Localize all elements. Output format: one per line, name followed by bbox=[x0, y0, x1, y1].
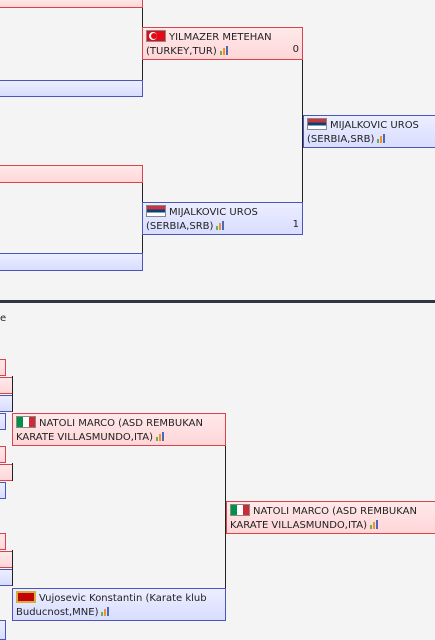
competitor-country: KARATE VILLASMUNDO,ITA) bbox=[16, 432, 153, 443]
section-label: e bbox=[0, 313, 7, 324]
slot-left-top-red[interactable] bbox=[0, 0, 143, 8]
stats-icon[interactable] bbox=[156, 432, 165, 441]
competitor-box-natoli[interactable]: NATOLI MARCO (ASD REMBUKAN KARATE VILLAS… bbox=[12, 413, 226, 446]
competitor-country: (TURKEY,TUR) bbox=[146, 46, 217, 57]
stats-icon[interactable] bbox=[101, 607, 110, 616]
slot-mini-11[interactable] bbox=[0, 620, 6, 640]
competitor-name: NATOLI MARCO (ASD REMBUKAN bbox=[253, 506, 417, 517]
slot-mini-7[interactable] bbox=[0, 482, 6, 499]
winner-box-natoli[interactable]: NATOLI MARCO (ASD REMBUKAN KARATE VILLAS… bbox=[226, 501, 435, 534]
slot-mini-4[interactable] bbox=[0, 413, 6, 430]
stats-icon[interactable] bbox=[370, 520, 379, 529]
slot-left-top-body bbox=[0, 8, 143, 80]
italy-flag-icon bbox=[230, 504, 250, 516]
competitor-name: MIJALKOVIC UROS bbox=[330, 120, 419, 131]
competitor-box-mijalkovic[interactable]: MIJALKOVIC UROS (SERBIA,SRB) 1 bbox=[142, 202, 303, 235]
bracket-connector bbox=[302, 60, 303, 202]
slot-left-mid-red[interactable] bbox=[0, 165, 143, 183]
stats-icon[interactable] bbox=[219, 46, 229, 55]
slot-mini-5[interactable] bbox=[0, 446, 6, 463]
bracket-connector bbox=[12, 550, 13, 586]
serbia-flag-icon bbox=[146, 205, 166, 217]
serbia-flag-icon bbox=[307, 118, 327, 130]
competitor-country: Buducnost,MNE) bbox=[16, 607, 99, 618]
competitor-name: MIJALKOVIC UROS bbox=[169, 207, 258, 218]
slot-mini-8[interactable] bbox=[0, 533, 6, 550]
competitor-name: NATOLI MARCO (ASD REMBUKAN bbox=[39, 418, 203, 429]
slot-mini-1[interactable] bbox=[0, 359, 6, 376]
score: 1 bbox=[292, 219, 299, 230]
winner-box-mijalkovic[interactable]: MIJALKOVIC UROS (SERBIA,SRB) bbox=[303, 115, 435, 148]
bracket-connector bbox=[225, 446, 226, 588]
montenegro-flag-icon bbox=[16, 591, 36, 603]
bracket-connector bbox=[12, 463, 13, 481]
competitor-country: KARATE VILLASMUNDO,ITA) bbox=[230, 520, 367, 531]
slot-left-mid-body bbox=[0, 183, 143, 253]
competitor-box-yilmazer[interactable]: YILMAZER METEHAN (TURKEY,TUR) 0 bbox=[142, 27, 303, 60]
score: 0 bbox=[292, 44, 299, 55]
bracket-connector bbox=[12, 376, 13, 412]
slot-left-top-blue[interactable] bbox=[0, 80, 143, 97]
turkey-flag-icon bbox=[146, 30, 166, 42]
section-separator bbox=[0, 300, 435, 303]
stats-icon[interactable] bbox=[377, 134, 386, 143]
competitor-box-vujosevic[interactable]: Vujosevic Konstantin (Karate klub Buducn… bbox=[12, 588, 226, 621]
competitor-name: Vujosevic Konstantin (Karate klub bbox=[39, 593, 207, 604]
competitor-country: (SERBIA,SRB) bbox=[146, 221, 214, 232]
italy-flag-icon bbox=[16, 416, 36, 428]
competitor-country: (SERBIA,SRB) bbox=[307, 134, 375, 145]
stats-icon[interactable] bbox=[216, 221, 225, 230]
competitor-name: YILMAZER METEHAN bbox=[169, 32, 272, 43]
slot-left-mid-blue[interactable] bbox=[0, 253, 143, 271]
